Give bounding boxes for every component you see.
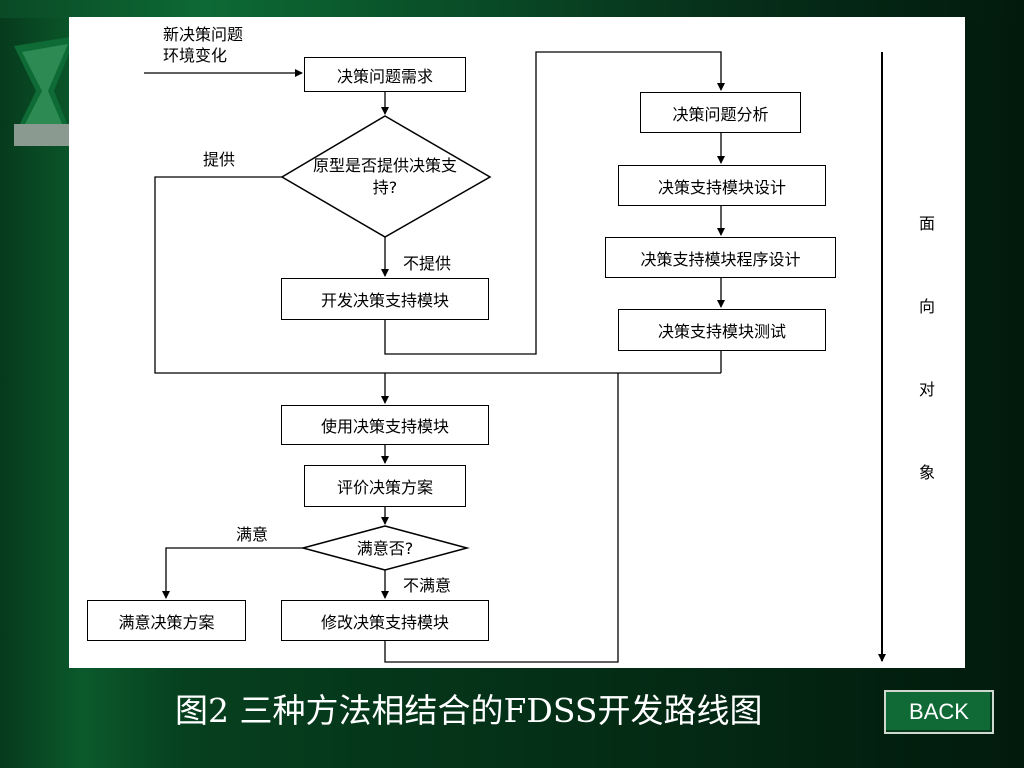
prototype-decision-text: 原型是否提供决策支持? bbox=[312, 156, 457, 197]
side-label-char-1: 面 bbox=[919, 214, 936, 233]
analysis-box: 决策问题分析 bbox=[640, 92, 801, 133]
input-note-line1: 新决策问题 bbox=[163, 25, 244, 44]
develop-module-box: 开发决策支持模块 bbox=[281, 278, 489, 320]
decorative-logo-icon bbox=[14, 36, 76, 146]
side-label-char-3: 对 bbox=[919, 380, 936, 399]
satisfied-plan-box: 满意决策方案 bbox=[87, 600, 246, 641]
prototype-decision-diamond bbox=[280, 115, 492, 238]
diagram-panel: 新决策问题 环境变化 决策问题需求 原型是否提供决策支持? 提供 不提供 开发决… bbox=[69, 17, 965, 668]
satisfied-decision-diamond bbox=[300, 525, 470, 571]
not-satisfied-label: 不满意 bbox=[403, 576, 452, 595]
evaluate-box: 评价决策方案 bbox=[304, 465, 466, 507]
flowchart-connectors bbox=[144, 51, 886, 663]
programming-box: 决策支持模块程序设计 bbox=[605, 237, 836, 278]
provide-label: 提供 bbox=[203, 150, 236, 169]
modify-module-box: 修改决策支持模块 bbox=[281, 600, 489, 641]
use-module-box: 使用决策支持模块 bbox=[281, 405, 489, 445]
testing-box: 决策支持模块测试 bbox=[618, 309, 826, 351]
slide-caption: 图2 三种方法相结合的FDSS开发路线图 bbox=[175, 691, 763, 730]
design-box: 决策支持模块设计 bbox=[618, 165, 826, 206]
side-label-char-4: 象 bbox=[919, 463, 936, 482]
requirement-box: 决策问题需求 bbox=[304, 57, 466, 92]
satisfied-label: 满意 bbox=[236, 525, 269, 544]
not-provide-label: 不提供 bbox=[403, 254, 452, 273]
back-button[interactable]: BACK bbox=[884, 690, 994, 734]
input-note-line2: 环境变化 bbox=[163, 46, 228, 65]
side-label-char-2: 向 bbox=[919, 297, 936, 316]
satisfied-decision-text: 满意否? bbox=[356, 539, 414, 558]
top-strip bbox=[0, 0, 1024, 18]
